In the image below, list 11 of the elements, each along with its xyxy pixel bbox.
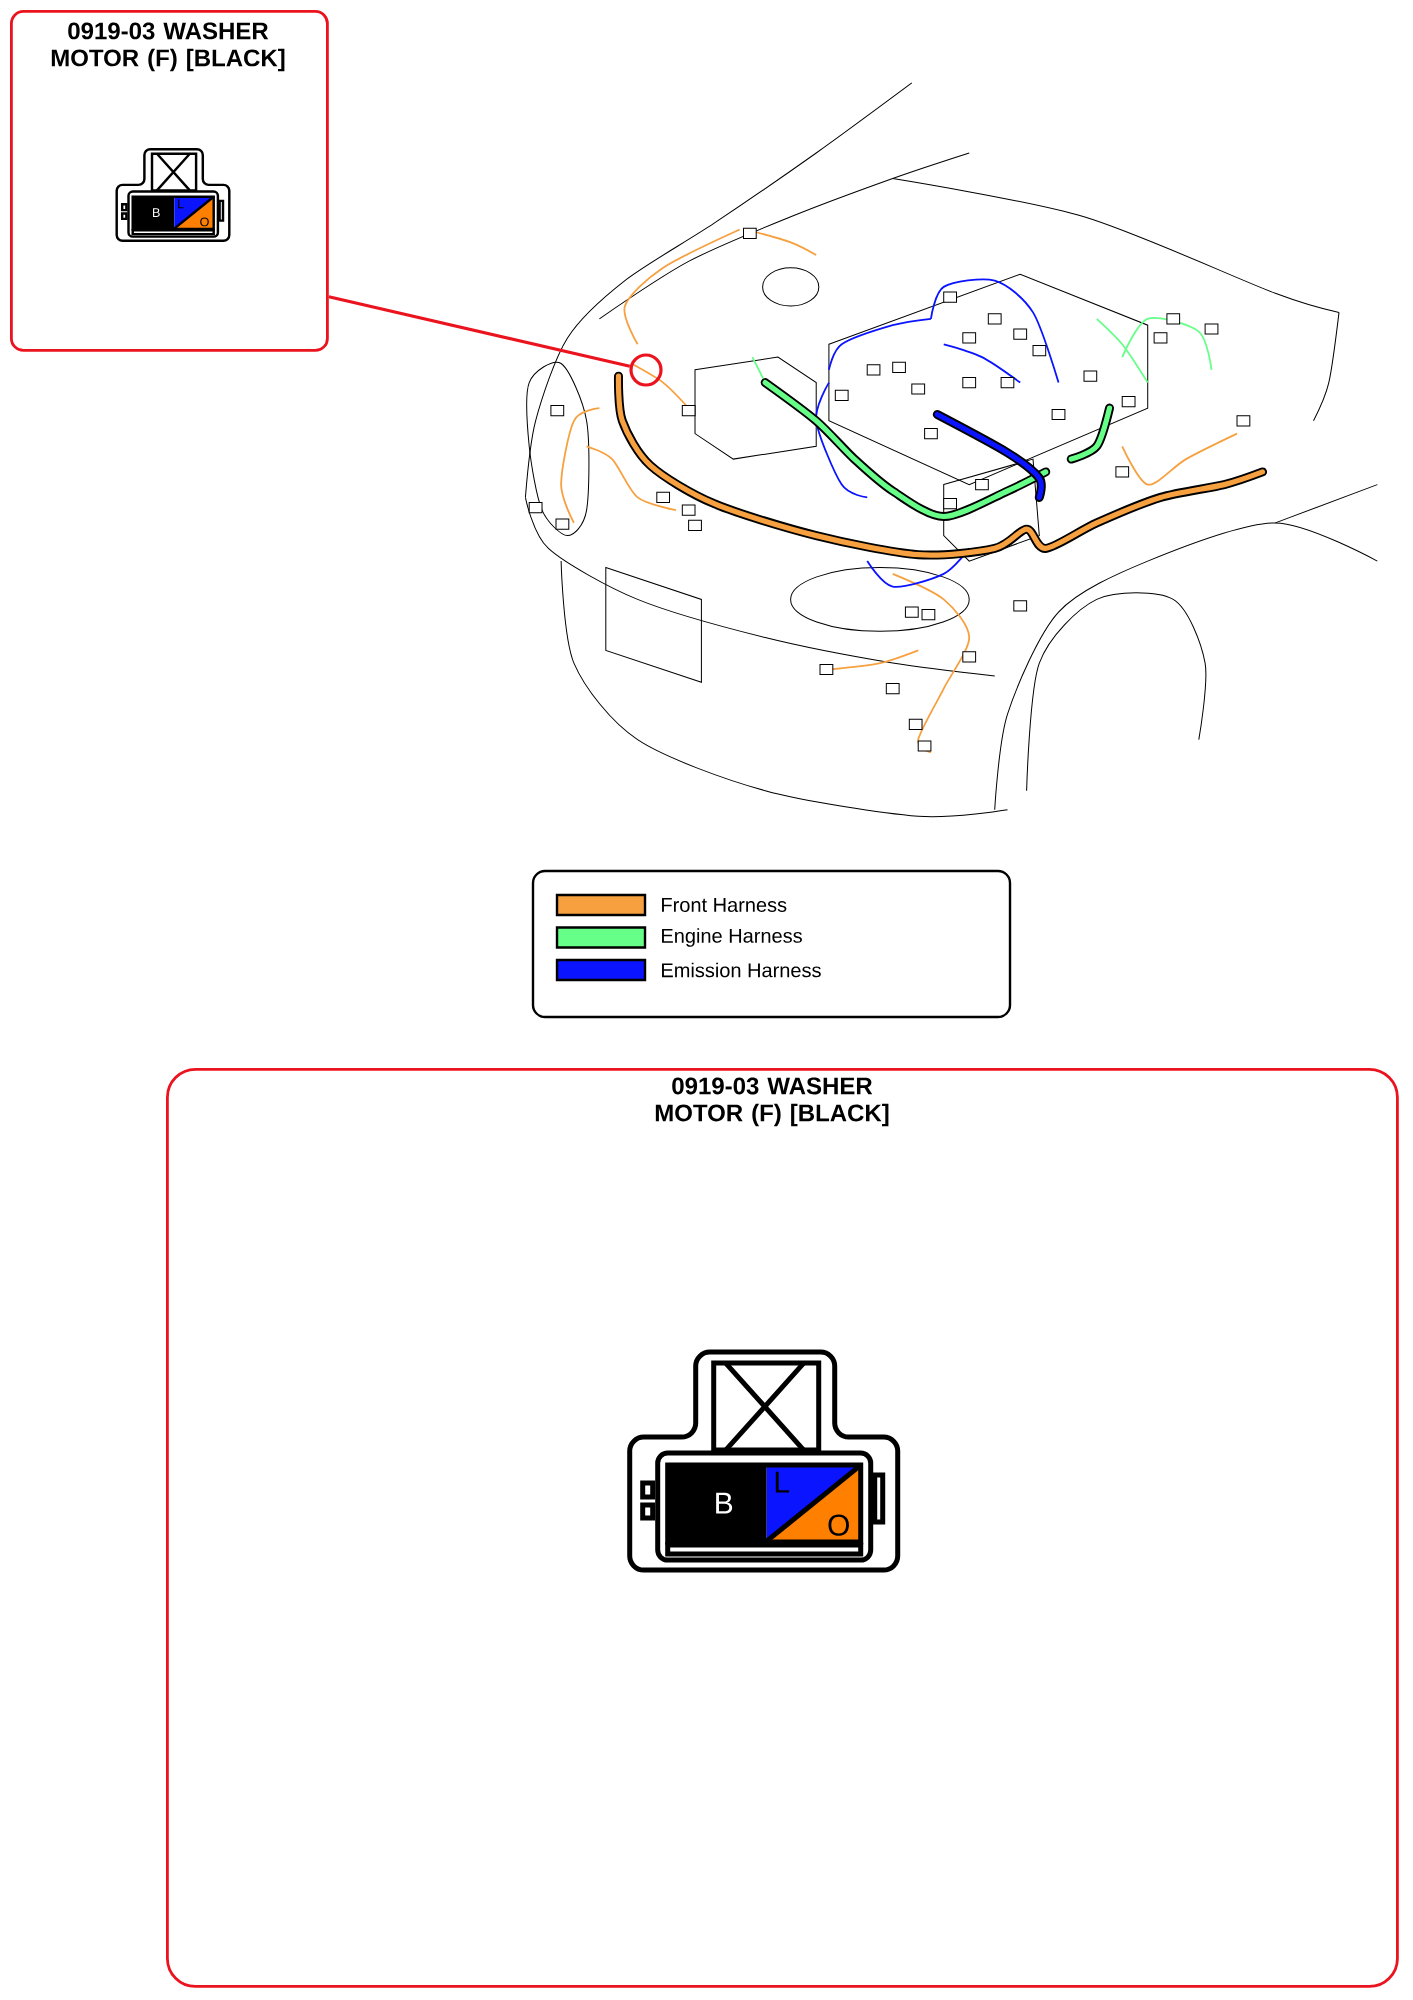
legend-text: Emission Harness bbox=[662, 962, 821, 978]
legend-text: Front Harness bbox=[662, 898, 787, 912]
pin-label: O bbox=[200, 217, 209, 227]
leader-line bbox=[328, 295, 631, 368]
legend-text: Engine Harness bbox=[662, 928, 802, 947]
pin-label: L bbox=[178, 199, 184, 209]
pin-label: L bbox=[775, 1471, 790, 1493]
marker-circle bbox=[629, 353, 663, 387]
pin-label: B bbox=[716, 1492, 733, 1514]
pin-label: B bbox=[153, 208, 160, 217]
pin-label: O bbox=[828, 1514, 849, 1536]
